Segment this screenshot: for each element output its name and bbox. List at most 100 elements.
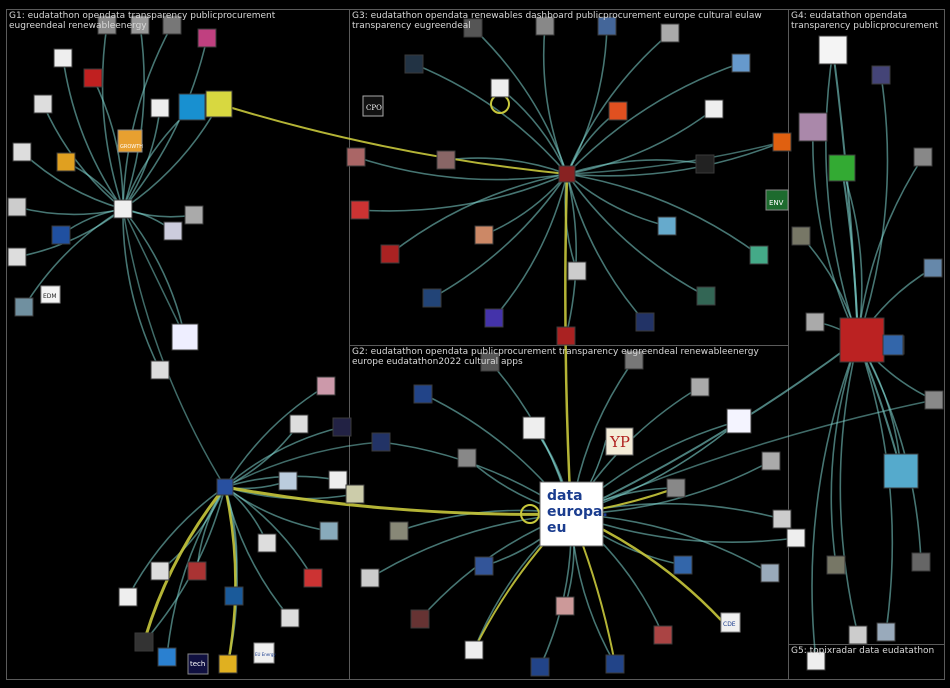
node-avatar[interactable] [151,562,169,580]
node-avatar[interactable] [333,418,351,436]
node-avatar[interactable] [320,522,338,540]
node-avatar[interactable] [179,94,205,120]
node-avatar[interactable] [674,556,692,574]
node-avatar[interactable] [829,155,855,181]
node-avatar[interactable] [840,318,884,362]
node-avatar[interactable] [8,248,26,266]
node-avatar[interactable] [465,641,483,659]
node-avatar[interactable] [697,287,715,305]
node-avatar[interactable] [761,564,779,582]
node-avatar[interactable] [188,562,206,580]
node-avatar[interactable] [609,102,627,120]
node-avatar[interactable] [475,226,493,244]
node-avatar[interactable] [185,206,203,224]
node-avatar[interactable] [773,133,791,151]
node-avatar[interactable] [924,259,942,277]
node-avatar[interactable] [750,246,768,264]
node-avatar[interactable] [423,289,441,307]
node-avatar[interactable] [290,415,308,433]
node-avatar[interactable] [381,245,399,263]
node-avatar[interactable] [523,417,545,439]
node-avatar[interactable] [346,485,364,503]
hub-node-data-europa[interactable]: data europa. eu [540,482,608,546]
node-avatar[interactable] [762,452,780,470]
node-avatar[interactable] [172,324,198,350]
node-avatar[interactable] [347,148,365,166]
node-avatar[interactable] [119,588,137,606]
node-avatar[interactable] [219,655,237,673]
node-avatar[interactable] [458,449,476,467]
node-avatar[interactable] [872,66,890,84]
node-cpo[interactable]: CPO [363,96,383,116]
node-avatar[interactable] [279,472,297,490]
node-avatar[interactable] [8,198,26,216]
node-avatar[interactable] [372,433,390,451]
node-avatar[interactable] [914,148,932,166]
node-avatar[interactable] [57,153,75,171]
node-tech[interactable]: tech [188,654,208,674]
node-growth[interactable]: GROWTH [118,130,143,152]
node-avatar[interactable] [258,534,276,552]
node-avatar[interactable] [351,201,369,219]
node-avatar[interactable] [654,626,672,644]
node-avatar[interactable] [437,151,455,169]
node-env[interactable]: ENV [766,190,788,210]
node-avatar[interactable] [827,556,845,574]
node-avatar[interactable] [304,569,322,587]
node-avatar[interactable] [491,79,509,97]
node-avatar[interactable] [151,361,169,379]
node-yp[interactable]: YP [606,428,633,455]
node-avatar[interactable] [15,298,33,316]
node-avatar[interactable] [135,633,153,651]
node-avatar[interactable] [667,479,685,497]
node-avatar[interactable] [52,226,70,244]
node-avatar[interactable] [883,335,903,355]
node-avatar[interactable] [329,471,347,489]
node-avatar[interactable] [485,309,503,327]
node-avatar[interactable] [787,529,805,547]
node-avatar[interactable] [164,222,182,240]
node-avatar[interactable] [696,155,714,173]
node-avatar[interactable] [390,522,408,540]
node-avatar[interactable] [559,166,575,182]
node-avatar[interactable] [217,479,233,495]
node-avatar[interactable] [568,262,586,280]
node-avatar[interactable] [281,609,299,627]
node-edm[interactable]: EDM [41,286,60,303]
node-cde[interactable]: CDE [721,613,740,632]
node-avatar[interactable] [556,597,574,615]
node-avatar[interactable] [849,626,867,644]
node-avatar[interactable] [206,91,232,117]
node-avatar[interactable] [361,569,379,587]
node-avatar[interactable] [732,54,750,72]
node-avatar[interactable] [114,200,132,218]
node-avatar[interactable] [317,377,335,395]
node-avatar[interactable] [557,327,575,345]
node-avatar[interactable] [925,391,943,409]
node-avatar[interactable] [151,99,169,117]
node-avatar[interactable] [799,113,827,141]
node-avatar[interactable] [414,385,432,403]
node-avatar[interactable] [34,95,52,113]
node-avatar[interactable] [658,217,676,235]
node-avatar[interactable] [636,313,654,331]
node-avatar[interactable] [912,553,930,571]
node-avatar[interactable] [198,29,216,47]
node-avatar[interactable] [84,69,102,87]
node-avatar[interactable] [877,623,895,641]
node-avatar[interactable] [13,143,31,161]
node-eu-energy[interactable]: EU Energy [254,643,276,663]
node-avatar[interactable] [225,587,243,605]
node-avatar[interactable] [531,658,549,676]
node-avatar[interactable] [606,655,624,673]
node-avatar[interactable] [54,49,72,67]
node-avatar[interactable] [819,36,847,64]
node-avatar[interactable] [691,378,709,396]
node-avatar[interactable] [806,313,824,331]
node-avatar[interactable] [884,454,918,488]
node-avatar[interactable] [411,610,429,628]
node-avatar[interactable] [405,55,423,73]
node-avatar[interactable] [158,648,176,666]
node-avatar[interactable] [792,227,810,245]
node-avatar[interactable] [705,100,723,118]
